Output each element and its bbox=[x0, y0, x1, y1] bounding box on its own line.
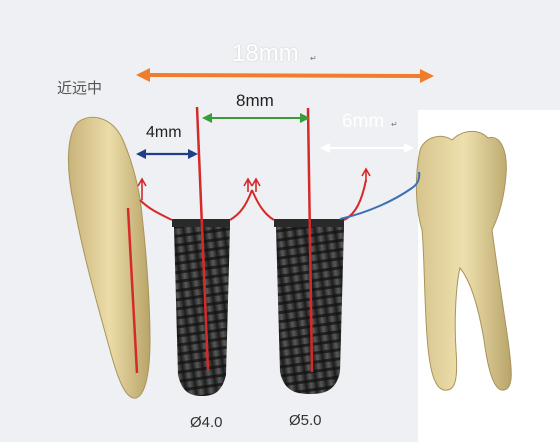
left-tooth-axis-line bbox=[126, 207, 139, 374]
right-tooth-icon bbox=[415, 131, 512, 391]
implant-to-tooth-arrow bbox=[320, 143, 414, 153]
implant-right-diameter-label: Ø5.0 bbox=[289, 412, 322, 429]
implant-spacing-label: 8mm bbox=[236, 91, 274, 110]
tooth-to-implant-arrow bbox=[136, 149, 198, 159]
right-implant-axis-line bbox=[306, 107, 314, 373]
left-tooth-icon bbox=[67, 116, 151, 399]
implant-left-icon bbox=[172, 219, 230, 396]
return-mark: ↵ bbox=[391, 120, 398, 129]
implant-left-diameter-label: Ø4.0 bbox=[190, 414, 223, 431]
bone-crest-line-right-blue bbox=[339, 171, 421, 220]
return-mark: ↵ bbox=[310, 54, 317, 63]
tooth-to-implant-label: 4mm bbox=[146, 124, 182, 141]
implant-spacing-arrow bbox=[202, 113, 310, 123]
bone-crest-line-left bbox=[139, 189, 275, 221]
left-implant-axis-line bbox=[195, 106, 210, 371]
crest-arrows bbox=[137, 167, 371, 200]
total-width-arrow bbox=[136, 68, 434, 83]
implant-to-tooth-label: 6mm bbox=[342, 111, 385, 132]
total-width-label: 18mm bbox=[232, 40, 299, 67]
direction-label: 近远中 bbox=[57, 80, 103, 97]
